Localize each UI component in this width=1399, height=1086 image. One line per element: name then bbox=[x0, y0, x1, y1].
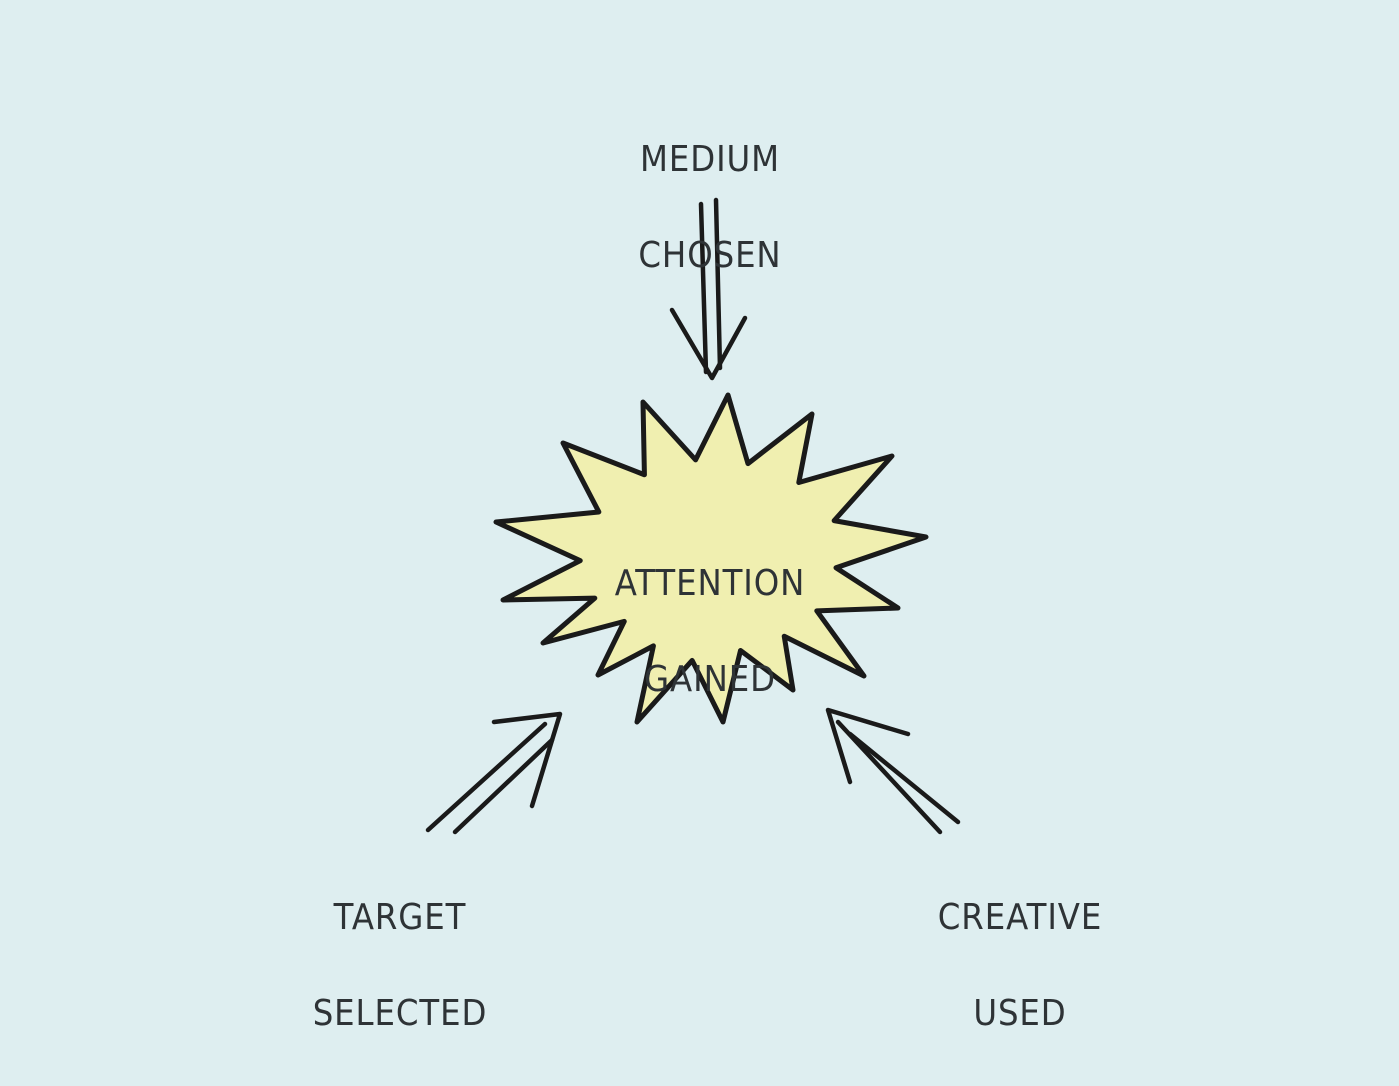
center-label: ATTENTION GAINED bbox=[593, 512, 827, 752]
target-label-line2: SELECTED bbox=[312, 993, 488, 1034]
medium-label-line2: CHOSEN bbox=[638, 235, 782, 276]
creative-label-line1: CREATIVE bbox=[937, 897, 1103, 938]
arrow-from-target bbox=[425, 711, 563, 835]
arrow-from-medium bbox=[669, 197, 748, 381]
center-label-line1: ATTENTION bbox=[614, 563, 806, 604]
medium-label-line1: MEDIUM bbox=[639, 139, 781, 180]
target-selected-label: TARGET SELECTED bbox=[301, 846, 499, 1086]
medium-chosen-label: MEDIUM CHOSEN bbox=[611, 88, 809, 328]
arrow-from-creative bbox=[825, 707, 961, 835]
diagram-canvas bbox=[425, 197, 961, 835]
starburst-shape bbox=[493, 392, 929, 725]
creative-used-label: CREATIVE USED bbox=[921, 846, 1119, 1086]
creative-label-line2: USED bbox=[973, 993, 1067, 1034]
center-label-line2: GAINED bbox=[644, 659, 776, 700]
target-label-line1: TARGET bbox=[333, 897, 467, 938]
